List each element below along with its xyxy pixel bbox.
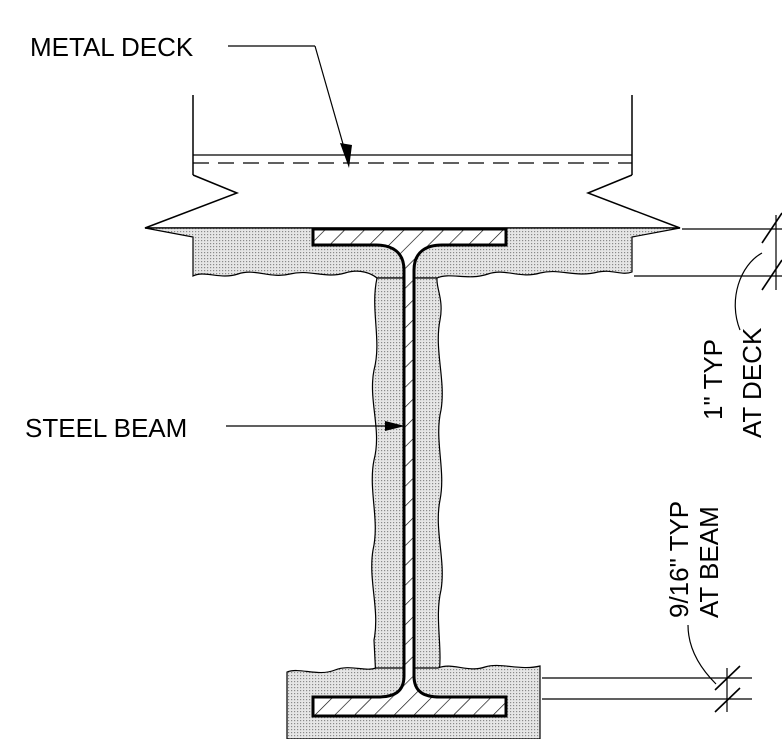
beam-dimension — [542, 624, 752, 713]
beam-dim-label-line2: AT BEAM — [694, 506, 724, 618]
deck-dimension — [634, 212, 782, 331]
deck-dim-label-line1: 1" TYP — [698, 339, 728, 420]
metal-deck — [144, 95, 681, 229]
metal-deck-label: METAL DECK — [30, 32, 194, 62]
steel-beam — [311, 227, 508, 718]
leader-metal-deck — [228, 45, 352, 168]
beam-dim-label-line1: 9/16" TYP — [664, 501, 694, 618]
steel-beam-label: STEEL BEAM — [25, 413, 187, 443]
leader-steel-beam — [226, 421, 405, 431]
deck-dim-label-line2: AT DECK — [737, 327, 767, 438]
